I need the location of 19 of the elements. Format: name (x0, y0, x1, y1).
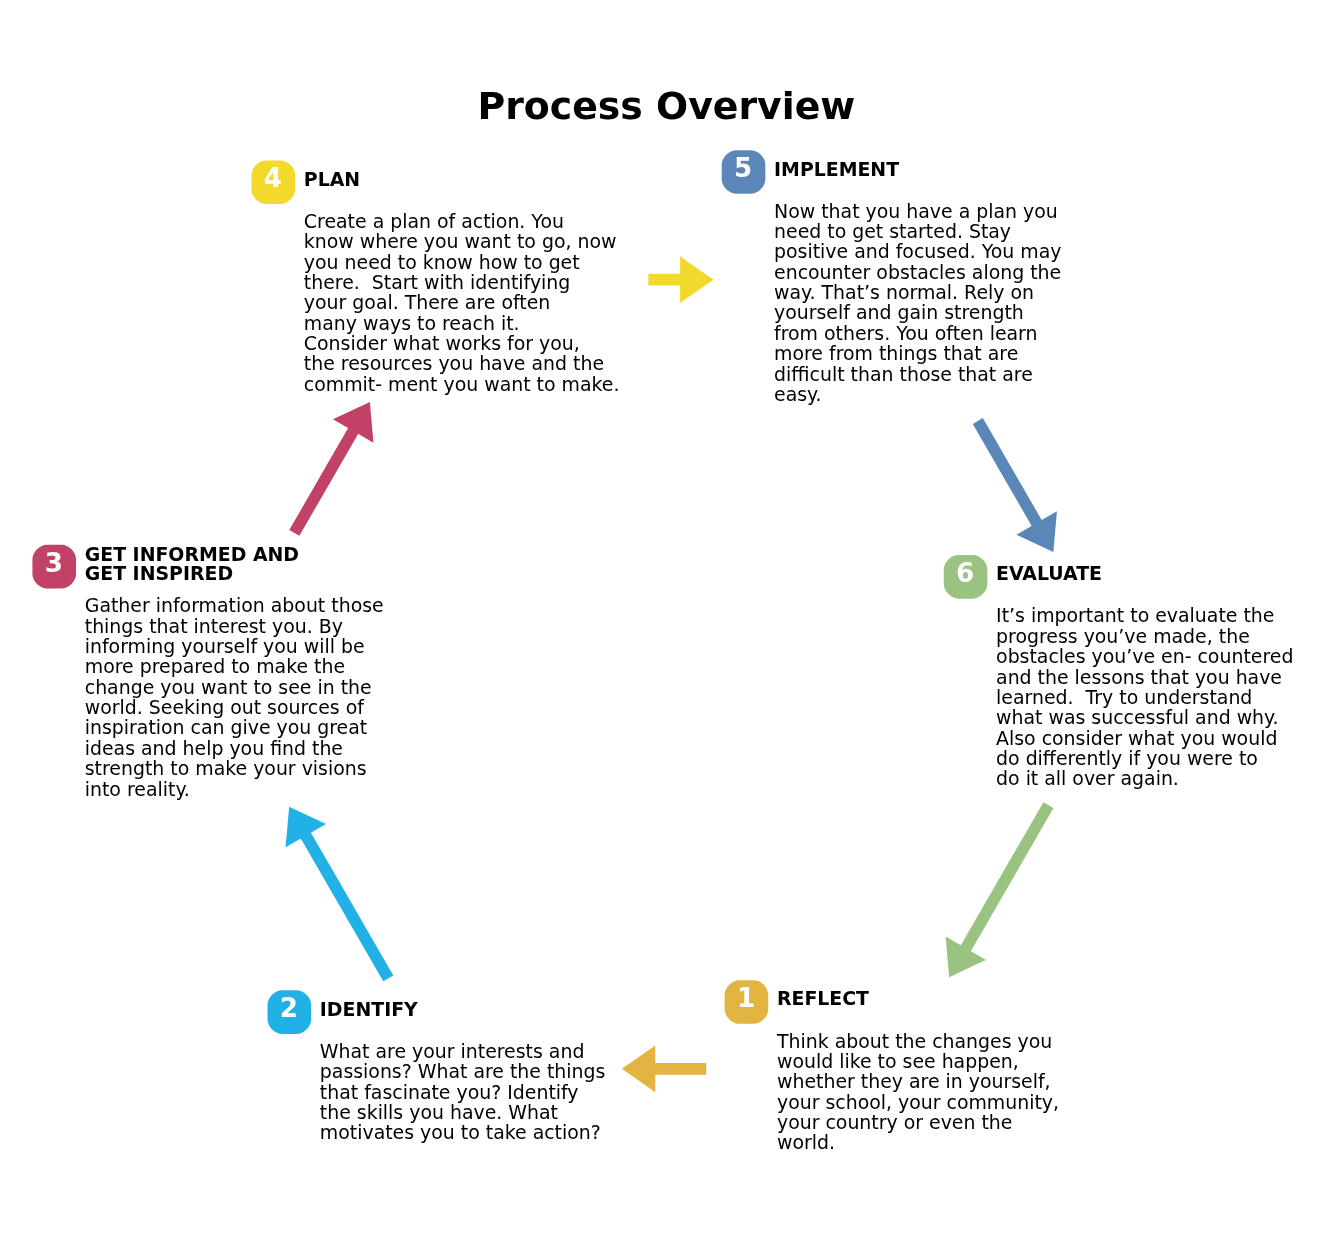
node-label: PLAN (303, 167, 361, 190)
node-label: Gather information about those things that interest you. By informing yourself you will be more prepared to make the change you want to see in the world. Seeking out sources of inspiration can give you great ideas and help you find the strength to make your visions into reality. (84, 594, 384, 800)
arrow (289, 402, 374, 536)
node-label: It’s important to evaluate the progress you’ve made, the obstacles you’ve en- countered and the lessons that you have learned. Try to understand what was successful and why. Also consider what you would do differently if you were to do it all over again. (996, 604, 1294, 790)
node-label: REFLECT (776, 987, 870, 1010)
node-label: EVALUATE (996, 562, 1103, 585)
arrow (648, 256, 714, 303)
node-label: GET INFORMED AND GET INSPIRED (84, 543, 300, 585)
node-label: Create a plan of action. You know where you want to go, now you need to know how to get there. Start with identifying your goal. There are often many ways to reach it. Consider what works for you, the resources you have and the commit- ment you want to make. (303, 209, 620, 395)
node-label: IMPLEMENT (774, 157, 900, 180)
arrow (285, 806, 394, 982)
arrow (945, 802, 1054, 978)
arrow (972, 418, 1057, 552)
arrow (621, 1045, 707, 1093)
node-label: What are your interests and passions? What are the things that fascinate you? Identify the skills you have. What motivates you to take action? (319, 1039, 606, 1144)
diagram-title: Process Overview (477, 84, 856, 129)
node-label: Now that you have a plan you need to get started. Stay positive and focused. You may encounter obstacles along the way. That’s normal. Rely on yourself and gain strength from others. You often learn more from things that are difficult than those that are easy. (774, 199, 1062, 405)
node-label: Think about the changes you would like to see happen, whether they are in yourself, your school, your community, your country or even the world. (776, 1029, 1060, 1154)
node-label: IDENTIFY (319, 997, 418, 1020)
